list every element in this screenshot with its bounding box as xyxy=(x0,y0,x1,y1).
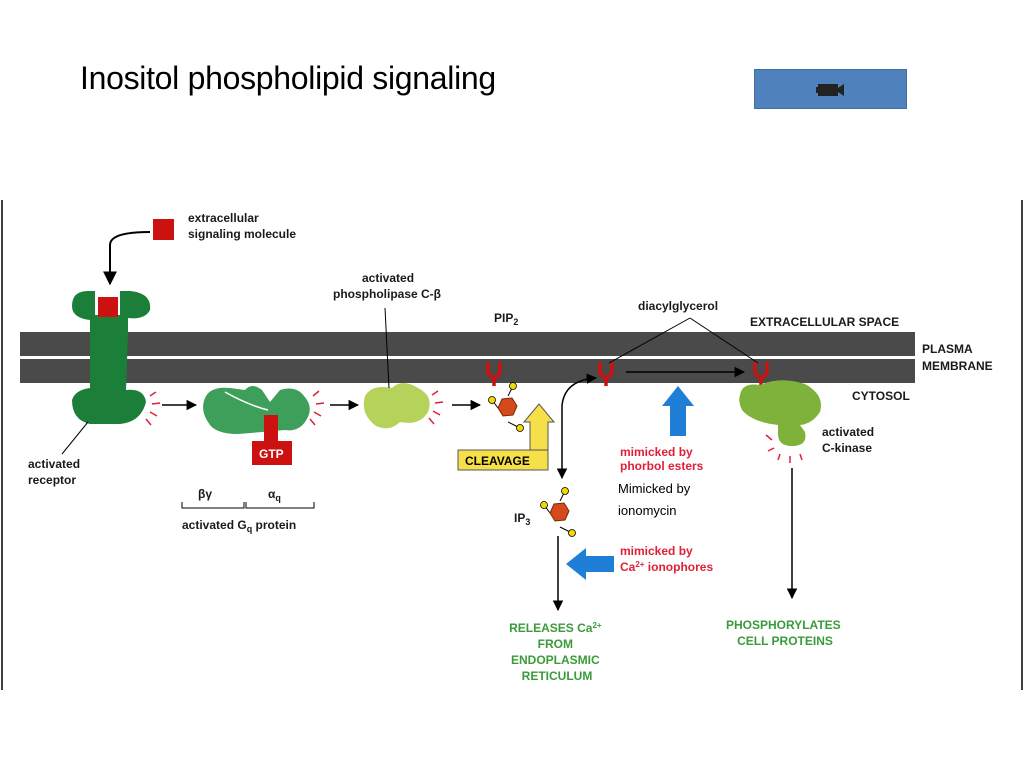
pip2-headgroup xyxy=(488,382,524,432)
ionophore-mimic-arrow xyxy=(566,548,614,580)
diacylglycerol-lipid xyxy=(598,362,614,386)
cytosol-label: CYTOSOL xyxy=(852,389,910,403)
gprotein-activation-glow xyxy=(309,390,325,426)
cleavage-label: CLEAVAGE xyxy=(465,454,530,468)
cleavage-arrow xyxy=(522,403,556,453)
receptor-leader xyxy=(61,421,89,455)
gtp-label: GTP xyxy=(259,447,284,461)
figure-panel: extracellular signaling molecule activat… xyxy=(0,200,1024,692)
video-camera-icon xyxy=(816,84,844,96)
signaling-molecule xyxy=(153,219,174,240)
gtp-box xyxy=(252,441,292,465)
video-button[interactable] xyxy=(754,69,907,109)
ckinase-label: activated C-kinase xyxy=(822,425,877,455)
gprotein-subunit-brackets xyxy=(181,502,315,509)
plasma-membrane-label: PLASMA MEMBRANE xyxy=(922,342,993,373)
alpha-q-label: αq xyxy=(268,487,281,503)
receptor-label: activated receptor xyxy=(28,457,83,487)
ckinase-activation-glow xyxy=(765,434,803,463)
activated-c-kinase xyxy=(739,380,821,446)
ip3-label: IP3 xyxy=(514,511,530,527)
receptor-activation-glow xyxy=(145,391,161,426)
extracellular-space-label: EXTRACELLULAR SPACE xyxy=(750,315,899,329)
phorbol-mimic-label: mimicked by phorbol esters xyxy=(620,445,704,473)
activated-receptor xyxy=(72,290,151,424)
plasma-membrane xyxy=(20,332,915,383)
phorbol-mimic-arrow xyxy=(662,386,694,436)
gprotein-subunit-divider xyxy=(224,391,269,411)
signal-arrow xyxy=(103,231,151,286)
activated-phospholipase-c xyxy=(363,383,430,429)
pip2-label: PIP2 xyxy=(494,311,518,327)
ionophore-mimic-label: mimicked by Ca2+ ionophores xyxy=(620,544,713,574)
plc-activation-glow xyxy=(428,390,444,425)
ip3-molecule xyxy=(540,487,576,537)
diacylglycerol-label: diacylglycerol xyxy=(638,299,718,313)
gq-protein-label: activated Gq protein xyxy=(182,518,296,534)
activated-gq-protein xyxy=(203,386,310,434)
calcium-release-label: RELEASES Ca2+ FROM ENDOPLASMIC RETICULUM xyxy=(509,617,605,683)
signaling-diagram: extracellular signaling molecule activat… xyxy=(1,200,1023,690)
pip2-lipid xyxy=(486,362,502,386)
plc-leader xyxy=(384,307,390,389)
plc-label: activated phospholipase C-β xyxy=(333,271,441,301)
beta-gamma-label: βγ xyxy=(198,487,212,501)
arrow-to-diacylglycerol xyxy=(561,373,598,406)
diacylglycerol-leaders xyxy=(608,317,759,364)
bound-signal-molecule xyxy=(98,297,118,317)
gtp-stem xyxy=(264,415,278,441)
signal-label: extracellular signaling molecule xyxy=(188,211,296,241)
slide-title: Inositol phospholipid signaling xyxy=(80,60,496,96)
cleavage-box xyxy=(457,449,549,471)
phosphorylates-label: PHOSPHORYLATES CELL PROTEINS xyxy=(726,618,844,648)
ionomycin-mimic-label: Mimicked by ionomycin xyxy=(618,481,694,518)
